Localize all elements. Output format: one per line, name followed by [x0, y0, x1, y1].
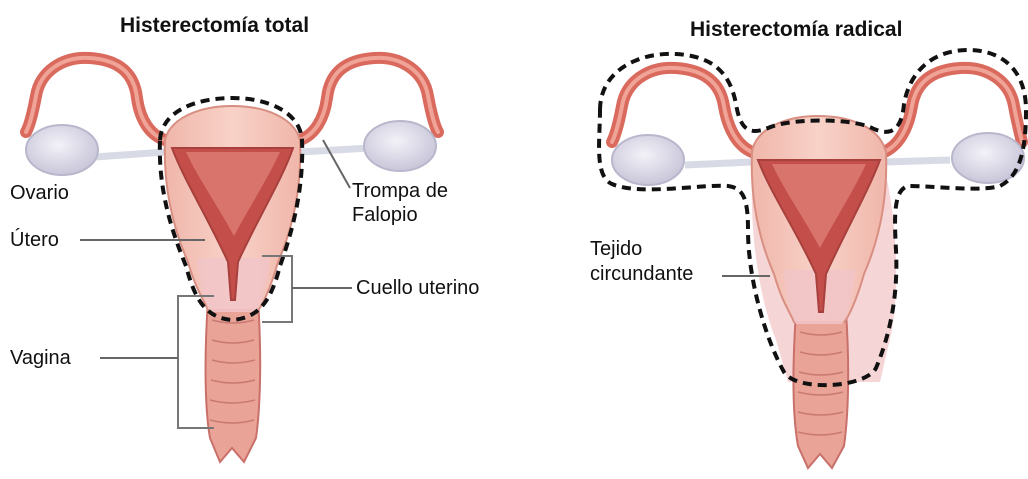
total-hysterectomy-diagram: [26, 58, 438, 462]
uterus-label: Útero: [10, 229, 59, 252]
ovary-label: Ovario: [10, 182, 69, 205]
surrounding-tissue-label-line1: Tejido: [590, 238, 642, 261]
fallopian-tube-label-line2: Falopio: [352, 204, 418, 227]
fallopian-tube-label-line1: Trompa de: [352, 180, 448, 203]
right-ovary-left: [612, 135, 684, 185]
radical-hysterectomy-diagram: [599, 50, 1026, 468]
total-hysterectomy-title: Histerectomía total: [120, 14, 309, 38]
left-ovary-right: [364, 121, 436, 171]
cervix-label: Cuello uterino: [356, 277, 479, 300]
vagina-label: Vagina: [10, 347, 71, 370]
left-ovary-left: [26, 125, 98, 175]
radical-hysterectomy-title: Histerectomía radical: [690, 18, 902, 42]
surrounding-tissue-label-line2: circundante: [590, 263, 693, 286]
